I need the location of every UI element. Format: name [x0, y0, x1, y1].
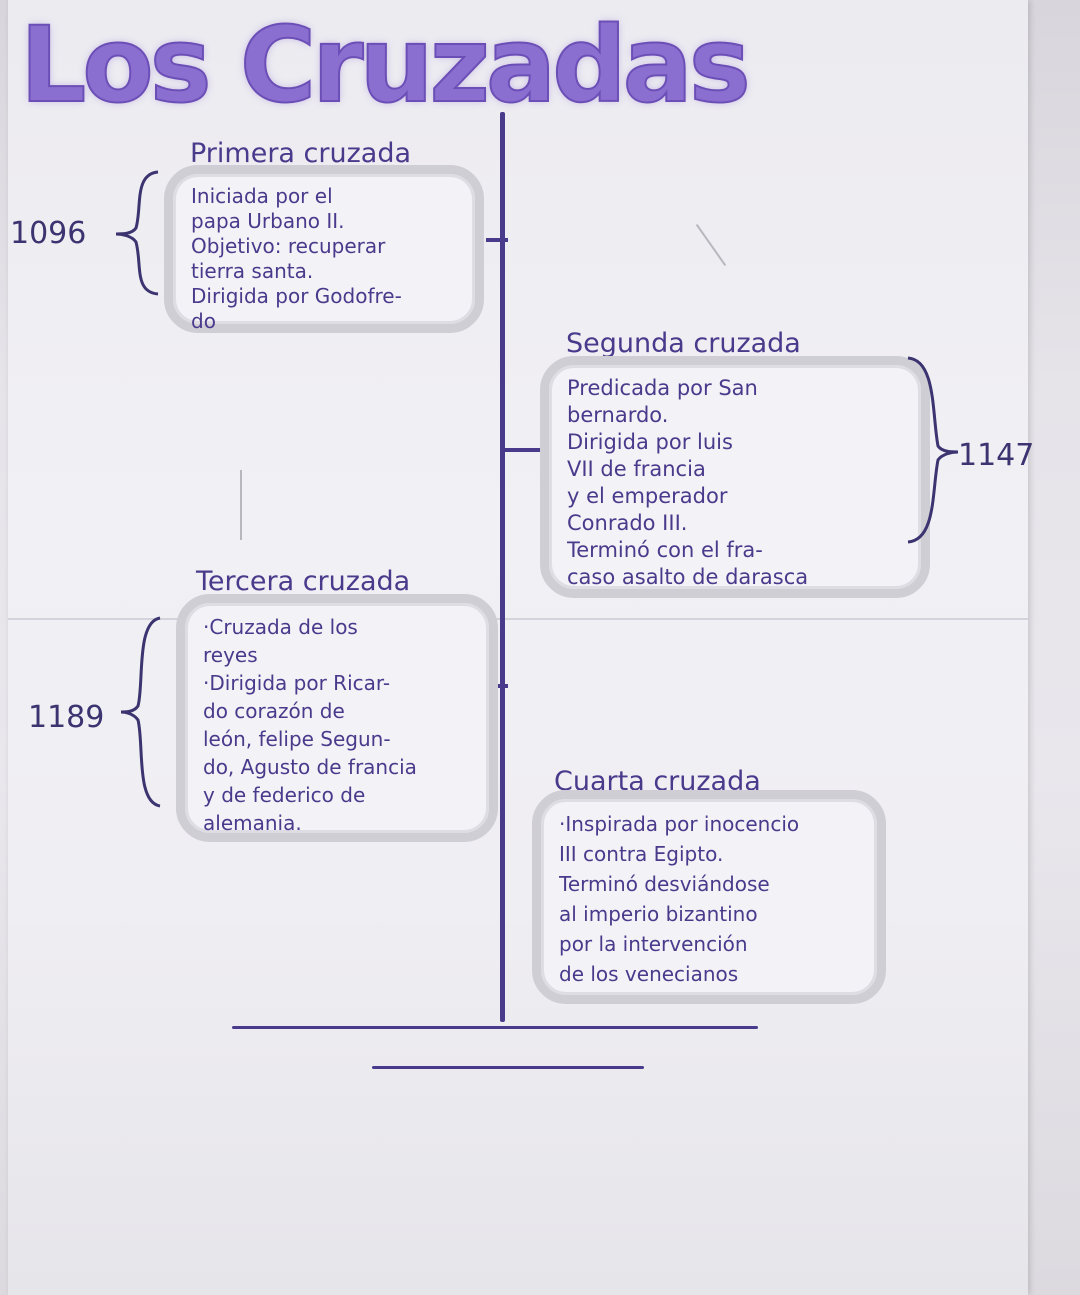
crusade-2-line: VII de francia — [567, 457, 706, 481]
pencil-mark — [240, 470, 242, 540]
underline-short — [372, 1066, 644, 1069]
crusade-1-line: Dirigida por Godofre- — [191, 284, 402, 308]
crusade-4-card: ·Inspirada por inocencio III contra Egip… — [532, 790, 886, 1004]
crusade-1-year: 1096 — [10, 216, 87, 251]
crusade-1-line: papa Urbano II. — [191, 209, 345, 233]
crusade-3-heading: Tercera cruzada — [196, 566, 411, 597]
crusade-1-line: Objetivo: recuperar — [191, 234, 386, 258]
crusade-2-line: Dirigida por luis — [567, 430, 733, 454]
crusade-3-line: y de federico de — [203, 783, 366, 807]
crusade-4-line: al imperio bizantino — [559, 902, 758, 926]
crusade-3-card: ·Cruzada de los reyes ·Dirigida por Rica… — [176, 594, 498, 842]
crusade-2-line: Conrado III. — [567, 511, 688, 535]
crusade-4-line: ·Inspirada por inocencio — [559, 812, 800, 836]
crusade-3-brace — [120, 616, 161, 808]
crusade-3-line: león, felipe Segun- — [203, 727, 391, 751]
crusade-2-line: caso asalto de darasca — [567, 565, 809, 589]
crusade-1-brace — [115, 170, 159, 296]
crusade-1-card: Iniciada por el papa Urbano II. Objetivo… — [164, 165, 484, 333]
crusade-1-line: Iniciada por el — [191, 184, 333, 208]
crusade-2-heading: Segunda cruzada — [566, 328, 801, 359]
crusade-2-line: Terminó con el fra- — [567, 538, 763, 562]
crusade-3-line: alemania. — [203, 811, 302, 835]
timeline-axis — [500, 112, 505, 1022]
crusade-3-line: reyes — [203, 643, 258, 667]
paper-fold — [8, 618, 1028, 620]
crusade-4-line: III contra Egipto. — [559, 842, 724, 866]
crusade-3-line: do, Agusto de francia — [203, 755, 417, 779]
underline-long — [232, 1026, 758, 1029]
timeline-tick-1 — [486, 238, 508, 242]
crusade-2-line: Predicada por San — [567, 376, 758, 400]
crusade-2-line: bernardo. — [567, 403, 669, 427]
crusade-2-card: Predicada por San bernardo. Dirigida por… — [540, 356, 930, 598]
crusade-3-line: ·Cruzada de los — [203, 615, 358, 639]
page-title: Los Cruzadas — [19, 3, 752, 127]
crusade-1-line: do — [191, 309, 216, 333]
crusade-1-heading: Primera cruzada — [190, 138, 412, 169]
crusade-4-line: de los venecianos — [559, 962, 739, 986]
crusade-3-year: 1189 — [28, 700, 105, 735]
crusade-3-line: ·Dirigida por Ricar- — [203, 671, 391, 695]
timeline-tick-2 — [504, 448, 540, 452]
crusade-4-line: Terminó desviándose — [559, 872, 770, 896]
crusade-2-brace — [907, 356, 959, 544]
crusade-1-line: tierra santa. — [191, 259, 314, 283]
crusade-2-year: 1147 — [958, 438, 1035, 473]
crusade-3-line: do corazón de — [203, 699, 345, 723]
crusade-2-line: y el emperador — [567, 484, 728, 508]
crusade-4-line: por la intervención — [559, 932, 748, 956]
